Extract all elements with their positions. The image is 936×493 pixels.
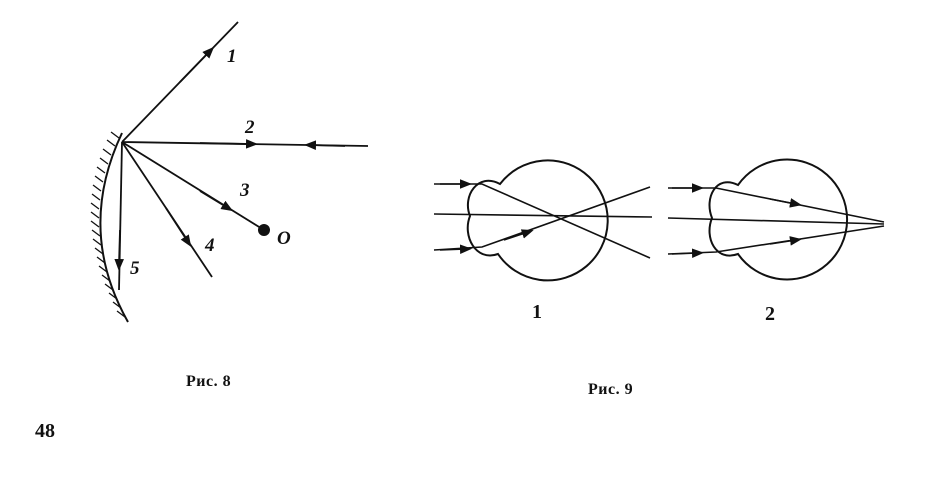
figure-9-caption: Рис. 9 xyxy=(588,381,634,398)
figure-9-eye-1: 1 xyxy=(433,159,653,323)
figure-9-eye-2: 2 xyxy=(667,158,885,325)
eye-1-ray-upper xyxy=(434,183,651,259)
ray-label-4: 4 xyxy=(204,235,215,256)
eye-1-optical-axis xyxy=(433,213,653,218)
eye-1-ray-lower-inner-arrow xyxy=(503,229,534,241)
eye-2-ray-lower xyxy=(667,225,885,255)
figure-8-caption: Рис. 8 xyxy=(186,373,232,390)
point-o-label: O xyxy=(277,228,291,249)
eye-1-outline xyxy=(466,159,609,282)
eye-1-ray-lower-arrow xyxy=(439,244,472,255)
eye-2-optical-axis xyxy=(667,217,885,225)
mirror-curve xyxy=(99,132,129,323)
eye-2-ray-upper-inner-arrow xyxy=(769,198,802,208)
ray-label-3: 3 xyxy=(239,180,250,201)
figure-8: 1 2 3 4 5 O xyxy=(90,21,369,323)
eye-label-1: 1 xyxy=(532,301,542,323)
point-o-dot xyxy=(258,224,270,236)
eye-2-ray-upper xyxy=(668,187,885,223)
page-number: 48 xyxy=(35,420,55,442)
eye-label-2: 2 xyxy=(765,303,775,325)
eye-2-ray-lower-inner-arrow xyxy=(769,236,802,246)
ray-2-arrow-out xyxy=(199,139,258,149)
eye-2-ray-lower-arrow xyxy=(671,248,704,259)
ray-1-arrow xyxy=(179,46,215,83)
ray-label-5: 5 xyxy=(130,258,140,279)
ray-3-arrow xyxy=(199,190,234,212)
ray-4-arrow xyxy=(165,207,192,248)
ray-label-2: 2 xyxy=(244,117,255,138)
ray-label-1: 1 xyxy=(227,46,237,67)
eye-2-outline xyxy=(708,158,849,281)
mirror-hatching xyxy=(90,131,126,318)
ray-2-arrow-in xyxy=(304,140,346,150)
ray-3-line xyxy=(121,141,265,231)
eye-1-ray-lower xyxy=(433,186,651,251)
ray-5-line xyxy=(118,141,123,291)
ray-5-arrow xyxy=(114,229,124,271)
